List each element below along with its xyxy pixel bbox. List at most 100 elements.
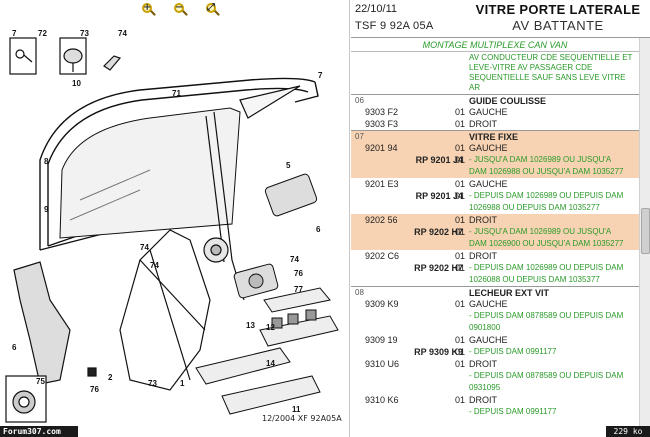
part-description: DROIT — [469, 359, 497, 369]
parts-list-scroll[interactable]: MONTAGE MULTIPLEXE CAN VAN AV CONDUCTEUR… — [351, 38, 639, 426]
callout-label: 5 — [286, 161, 291, 170]
callout-label: 1 — [180, 379, 185, 388]
part-number[interactable]: RP 9202 H7 — [414, 263, 463, 273]
part-row[interactable]: DAM 1026900 OU JUSQU'A DAM 1035277 — [351, 238, 639, 250]
part-number[interactable]: 9303 F2 — [365, 107, 399, 117]
callout-label: 10 — [72, 79, 81, 88]
quantity: 01 — [455, 227, 466, 237]
quantity: 01 — [455, 347, 466, 357]
callout-label: 7 — [318, 71, 323, 80]
part-number[interactable]: 9201 94 — [365, 143, 398, 153]
scrollbar[interactable] — [639, 38, 650, 426]
exploded-diagram-pane[interactable]: 7 72 73 74 10 71 7 8 9 5 6 74 74 74 76 7… — [0, 0, 350, 437]
zoom-out-icon[interactable]: − — [172, 2, 190, 18]
section-code: 08 — [355, 288, 364, 297]
part-number[interactable]: 9202 C6 — [365, 251, 400, 261]
part-description: DROIT — [469, 119, 497, 129]
quantity: 01 — [455, 299, 466, 309]
fastener-group — [9, 37, 122, 75]
callout-label: 74 — [140, 243, 149, 252]
part-row[interactable]: 1026988 OU DEPUIS DAM 1035277 — [351, 202, 639, 214]
section-title: GUIDE COULISSE — [469, 96, 547, 106]
callout-label: 74 — [290, 255, 299, 264]
quantity: 01 — [455, 359, 466, 369]
part-row[interactable]: DAM 1026988 OU JUSQU'A DAM 1035277 — [351, 166, 639, 178]
part-number[interactable]: 9309 K9 — [365, 299, 399, 309]
parts-catalog-pane: 22/10/11 TSF 9 92A 05A VITRE PORTE LATER… — [351, 0, 650, 437]
exploded-diagram[interactable]: 7 72 73 74 10 71 7 8 9 5 6 74 74 74 76 7… — [0, 0, 350, 437]
quantity: 01 — [455, 215, 466, 225]
part-number[interactable]: 9310 K6 — [365, 395, 399, 405]
callout-label: 9 — [44, 205, 49, 214]
callout-label: 77 — [294, 285, 303, 294]
part-row[interactable]: 1026088 OU DEPUIS DAM 1035377 — [351, 274, 639, 286]
zoom-toolbar: + − ⤢ — [140, 2, 222, 18]
quantity: 01 — [455, 191, 466, 201]
catalog-subtitle: MONTAGE MULTIPLEXE CAN VAN — [351, 38, 639, 52]
page-size-badge: 229 ko — [606, 426, 650, 437]
zoom-fit-icon[interactable]: ⤢ — [204, 2, 222, 18]
part-number[interactable]: 9202 56 — [365, 215, 398, 225]
zoom-in-icon[interactable]: + — [140, 2, 158, 18]
quantity: 01 — [455, 395, 466, 405]
part-number[interactable]: RP 9201 J4 — [415, 191, 463, 201]
part-number[interactable]: 9309 19 — [365, 335, 398, 345]
callout-label: 71 — [172, 89, 181, 98]
catalog-title-line1: VITRE PORTE LATERALE — [475, 2, 641, 17]
part-number[interactable]: RP 9309 K9 — [414, 347, 463, 357]
applicability-note: - DEPUIS DAM 1026989 OU DEPUIS DAM — [469, 263, 624, 272]
part-description: GAUCHE — [469, 299, 508, 309]
part-number[interactable]: RP 9201 J4 — [415, 155, 463, 165]
part-row[interactable]: - DEPUIS DAM 0878589 OU DEPUIS DAM — [351, 370, 639, 382]
part-number[interactable]: 9201 E3 — [365, 179, 399, 189]
callout-label: 75 — [36, 377, 45, 386]
part-row[interactable]: - DEPUIS DAM 0878589 OU DEPUIS DAM — [351, 310, 639, 322]
section-title: VITRE FIXE — [469, 132, 519, 142]
part-description: DROIT — [469, 215, 497, 225]
section-code: 06 — [355, 96, 364, 105]
callout-label: 73 — [148, 379, 157, 388]
regulator-mechanism — [119, 229, 229, 391]
part-number[interactable]: 9303 F3 — [365, 119, 399, 129]
callout-label: 6 — [316, 225, 321, 234]
callout-label: 8 — [44, 157, 49, 166]
applicability-note: - DEPUIS DAM 0878589 OU DEPUIS DAM — [469, 371, 624, 380]
part-row[interactable]: 0901800 — [351, 322, 639, 334]
part-description: GAUCHE — [469, 107, 508, 117]
quantity: 01 — [455, 251, 466, 261]
switch-panels — [195, 287, 339, 415]
part-row[interactable]: - DEPUIS DAM 0991177 — [351, 406, 639, 418]
part-row[interactable]: 0931095 — [351, 382, 639, 394]
part-number[interactable]: 9310 U6 — [365, 359, 400, 369]
quantity: 01 — [455, 263, 466, 273]
quantity: 01 — [455, 335, 466, 345]
callout-label: 7 — [12, 29, 17, 38]
site-badge: Forum307.com — [0, 426, 78, 437]
callout-label: 11 — [292, 405, 301, 414]
callout-labels: 7 72 73 74 10 71 7 8 9 5 6 74 74 74 76 7… — [12, 29, 323, 414]
callout-label: 14 — [266, 359, 275, 368]
callout-label: 72 — [38, 29, 47, 38]
quantity: 01 — [455, 119, 466, 129]
part-number[interactable]: RP 9202 H7 — [414, 227, 463, 237]
scrollbar-thumb[interactable] — [641, 208, 650, 254]
callout-label: 74 — [150, 261, 159, 270]
